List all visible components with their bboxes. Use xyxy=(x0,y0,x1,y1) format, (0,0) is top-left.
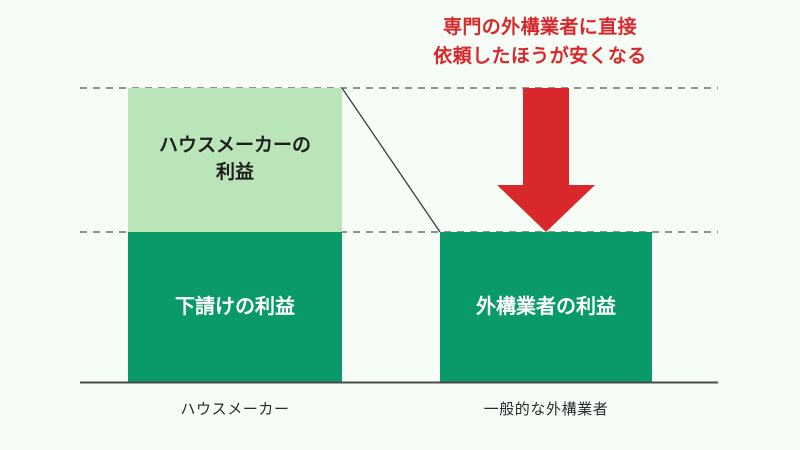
bar-segment-gaikou-profit xyxy=(440,232,652,382)
bar-label-subcontractor-profit: 下請けの利益 xyxy=(175,296,295,318)
connector-line xyxy=(341,87,441,233)
down-arrow-icon xyxy=(497,88,595,232)
bar-segment-house-maker-profit xyxy=(128,88,342,232)
bar-segment-subcontractor-profit xyxy=(128,232,342,382)
x-axis-label-house-maker: ハウスメーカー xyxy=(180,401,290,418)
annotation-callout: 専門の外構業者に直接 依頼したほうが安くなる xyxy=(433,17,647,67)
bar-label-house-maker-profit: ハウスメーカーの 利益 xyxy=(158,135,311,183)
x-axis-label-gaikou: 一般的な外構業者 xyxy=(483,401,609,418)
bar-label-gaikou-profit: 外構業者の利益 xyxy=(476,296,616,318)
